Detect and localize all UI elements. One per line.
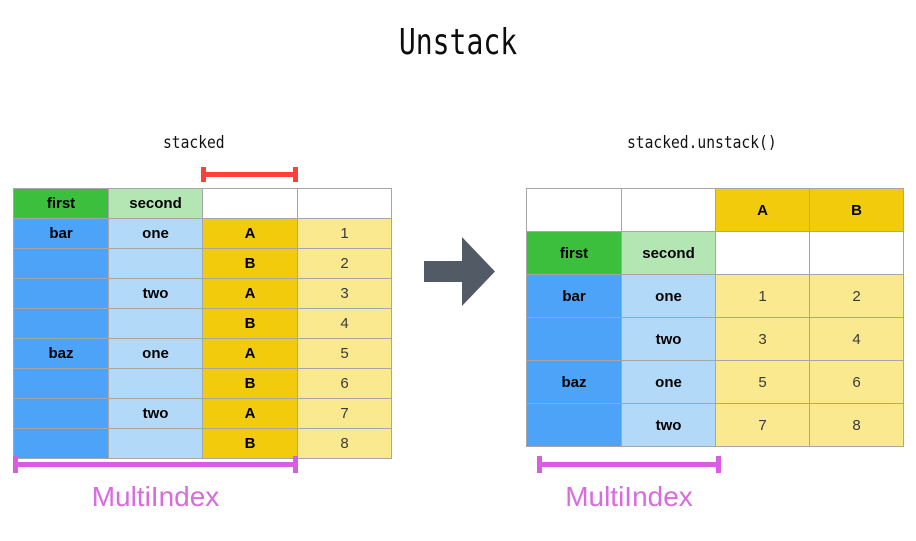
header-cell-blank-2 bbox=[297, 188, 392, 219]
bracket-bar bbox=[13, 462, 298, 467]
page-title: Unstack bbox=[398, 22, 518, 63]
multiindex-bracket-right bbox=[537, 456, 721, 473]
cell-level3: B bbox=[202, 248, 298, 279]
cell-first: baz bbox=[13, 338, 109, 369]
cell-first bbox=[13, 398, 109, 429]
cell-value-b: 4 bbox=[809, 317, 904, 361]
header-cell-blank-4 bbox=[809, 231, 904, 275]
cell-second: one bbox=[108, 338, 203, 369]
cell-second: two bbox=[108, 398, 203, 429]
header-cell-second: second bbox=[108, 188, 203, 219]
cell-level3: B bbox=[202, 308, 298, 339]
bracket-cap-right bbox=[293, 456, 298, 473]
bracket-bar bbox=[537, 462, 721, 467]
cell-value-a: 1 bbox=[715, 274, 810, 318]
table-row: B 4 bbox=[13, 308, 392, 339]
bracket-cap-left bbox=[201, 167, 206, 182]
table-row: two 3 4 bbox=[526, 317, 904, 361]
cell-first bbox=[526, 403, 622, 447]
table-row: two A 7 bbox=[13, 398, 392, 429]
columns-level-bracket bbox=[201, 167, 298, 182]
cell-first bbox=[13, 428, 109, 459]
table-header-row: first second bbox=[13, 188, 392, 219]
cell-value: 3 bbox=[297, 278, 392, 309]
cell-second: two bbox=[621, 317, 716, 361]
colheader-cell-a: A bbox=[715, 188, 810, 232]
unstacked-table-label: stacked.unstack() bbox=[627, 133, 777, 153]
cell-value: 2 bbox=[297, 248, 392, 279]
bracket-cap-left bbox=[537, 456, 542, 473]
table-row: baz one 5 6 bbox=[526, 360, 904, 404]
colheader-cell-blank-1 bbox=[526, 188, 622, 232]
cell-value-b: 8 bbox=[809, 403, 904, 447]
header-cell-second: second bbox=[621, 231, 716, 275]
multiindex-caption-right: MultiIndex bbox=[565, 481, 693, 512]
cell-level3: B bbox=[202, 368, 298, 399]
cell-second: one bbox=[621, 274, 716, 318]
cell-first bbox=[526, 317, 622, 361]
table-row: two 7 8 bbox=[526, 403, 904, 447]
cell-value-b: 2 bbox=[809, 274, 904, 318]
cell-level3: A bbox=[202, 338, 298, 369]
transform-arrow-icon bbox=[424, 237, 495, 306]
multiindex-caption-left: MultiIndex bbox=[91, 481, 220, 512]
cell-first: baz bbox=[526, 360, 622, 404]
cell-level3: A bbox=[202, 398, 298, 429]
cell-second bbox=[108, 428, 203, 459]
cell-level3: A bbox=[202, 278, 298, 309]
unstacked-table: A B first second bar one 1 2 two 3 4 bbox=[526, 188, 904, 447]
bracket-cap-right bbox=[293, 167, 298, 182]
cell-second bbox=[108, 368, 203, 399]
cell-second: two bbox=[621, 403, 716, 447]
table-row: B 2 bbox=[13, 248, 392, 279]
table-row: two A 3 bbox=[13, 278, 392, 309]
cell-value-b: 6 bbox=[809, 360, 904, 404]
cell-value-a: 3 bbox=[715, 317, 810, 361]
stacked-table: first second bar one A 1 B 2 two A bbox=[13, 188, 392, 459]
cell-value: 4 bbox=[297, 308, 392, 339]
bracket-cap-right bbox=[716, 456, 721, 473]
table-row: B 8 bbox=[13, 428, 392, 459]
table-row: bar one 1 2 bbox=[526, 274, 904, 318]
table-row: baz one A 5 bbox=[13, 338, 392, 369]
header-cell-first: first bbox=[13, 188, 109, 219]
colheader-cell-blank-2 bbox=[621, 188, 716, 232]
table-row: B 6 bbox=[13, 368, 392, 399]
cell-first bbox=[13, 248, 109, 279]
cell-first: bar bbox=[526, 274, 622, 318]
cell-level3: B bbox=[202, 428, 298, 459]
cell-value-a: 5 bbox=[715, 360, 810, 404]
cell-second: one bbox=[108, 218, 203, 249]
cell-second bbox=[108, 308, 203, 339]
header-cell-blank-1 bbox=[202, 188, 298, 219]
cell-first: bar bbox=[13, 218, 109, 249]
multiindex-bracket-left bbox=[13, 456, 298, 473]
cell-value: 5 bbox=[297, 338, 392, 369]
header-cell-first: first bbox=[526, 231, 622, 275]
cell-value: 1 bbox=[297, 218, 392, 249]
cell-value: 8 bbox=[297, 428, 392, 459]
bracket-cap-left bbox=[13, 456, 18, 473]
cell-first bbox=[13, 368, 109, 399]
cell-second bbox=[108, 248, 203, 279]
table-row: bar one A 1 bbox=[13, 218, 392, 249]
cell-value-a: 7 bbox=[715, 403, 810, 447]
cell-first bbox=[13, 308, 109, 339]
table-columns-header-row: A B bbox=[526, 188, 904, 232]
cell-second: two bbox=[108, 278, 203, 309]
cell-level3: A bbox=[202, 218, 298, 249]
table-index-header-row: first second bbox=[526, 231, 904, 275]
bracket-bar bbox=[201, 172, 298, 177]
cell-second: one bbox=[621, 360, 716, 404]
cell-value: 7 bbox=[297, 398, 392, 429]
cell-first bbox=[13, 278, 109, 309]
colheader-cell-b: B bbox=[809, 188, 904, 232]
header-cell-blank-3 bbox=[715, 231, 810, 275]
cell-value: 6 bbox=[297, 368, 392, 399]
stacked-table-label: stacked bbox=[163, 133, 225, 153]
